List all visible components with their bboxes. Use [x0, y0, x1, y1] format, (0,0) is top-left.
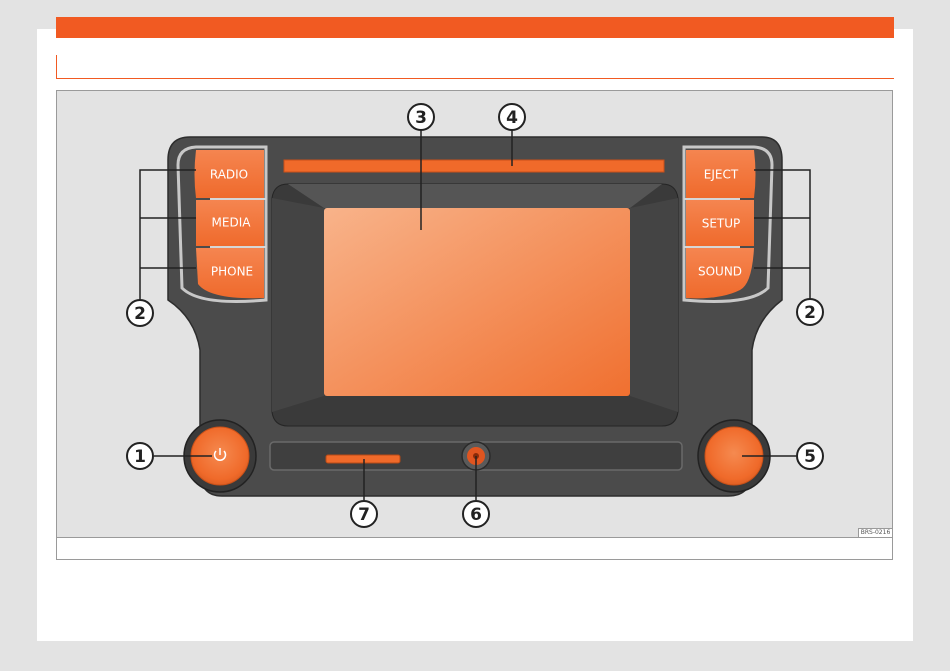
- callout-7: 7: [351, 501, 377, 527]
- sd-card-slot: [326, 455, 400, 463]
- bezel-bevel-right: [630, 198, 678, 412]
- callout-2-left: 2: [127, 300, 153, 326]
- cd-slot: [284, 160, 664, 172]
- eject-button-label: EJECT: [704, 168, 739, 182]
- eject-button[interactable]: EJECT: [686, 150, 756, 198]
- radio-button[interactable]: RADIO: [195, 150, 265, 198]
- callout-2-right: 2: [797, 299, 823, 325]
- bezel-bevel-left: [272, 198, 324, 412]
- callout-6: 6: [463, 501, 489, 527]
- callout-2-right-label: 2: [804, 303, 816, 323]
- phone-button-label: PHONE: [211, 265, 253, 279]
- setup-button-label: SETUP: [702, 217, 741, 231]
- callout-5: 5: [797, 443, 823, 469]
- callout-3: 3: [408, 104, 434, 130]
- display-screen: [324, 208, 630, 396]
- callout-5-label: 5: [804, 447, 816, 467]
- bezel-bevel-top: [288, 184, 662, 208]
- figure-code-label: BRS-0216: [858, 528, 893, 538]
- callout-4: 4: [499, 104, 525, 130]
- sound-button-label: SOUND: [698, 265, 742, 279]
- callout-3-label: 3: [415, 108, 427, 128]
- media-button-label: MEDIA: [212, 216, 252, 230]
- callout-6-label: 6: [470, 505, 482, 525]
- callout-7-label: 7: [358, 505, 370, 525]
- callout-1-label: 1: [134, 447, 146, 467]
- callout-2-left-label: 2: [134, 304, 146, 324]
- callout-1: 1: [127, 443, 153, 469]
- setup-button[interactable]: SETUP: [686, 200, 754, 246]
- radio-button-label: RADIO: [210, 168, 248, 182]
- callout-4-label: 4: [506, 108, 518, 128]
- media-button[interactable]: MEDIA: [196, 200, 264, 246]
